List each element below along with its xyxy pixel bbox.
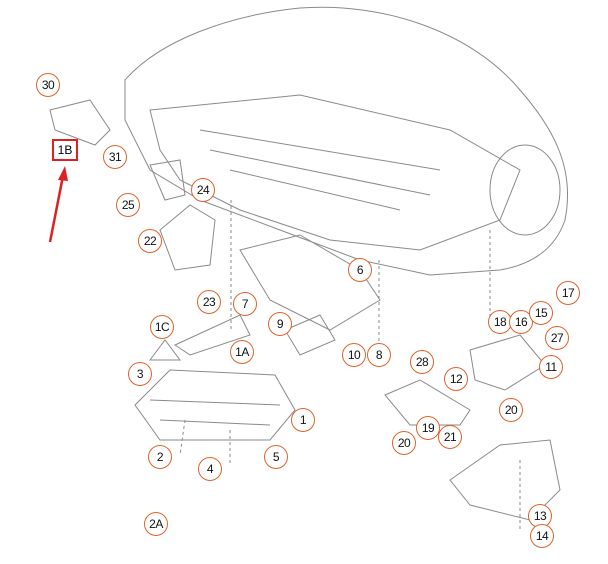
callout-15: 15 bbox=[529, 301, 553, 325]
part-1C bbox=[149, 339, 181, 361]
red-pointer-arrow bbox=[48, 175, 65, 243]
callout-2A: 2A bbox=[144, 512, 168, 536]
underbody-panel-13 bbox=[449, 439, 561, 521]
callout-20: 20 bbox=[499, 398, 523, 422]
callout-18: 18 bbox=[488, 310, 512, 334]
callout-20-lower: 20 bbox=[392, 431, 416, 455]
callout-11: 11 bbox=[539, 355, 563, 379]
callout-3: 3 bbox=[128, 362, 152, 386]
heat-shield bbox=[239, 234, 381, 331]
callout-2: 2 bbox=[148, 445, 172, 469]
callout-28: 28 bbox=[410, 350, 434, 374]
callout-25: 25 bbox=[116, 193, 140, 217]
callout-10: 10 bbox=[342, 343, 366, 367]
callout-19: 19 bbox=[416, 416, 440, 440]
bracket-24 bbox=[149, 159, 186, 201]
callout-17: 17 bbox=[556, 281, 580, 305]
bracket-11 bbox=[469, 334, 546, 391]
callout-4: 4 bbox=[198, 457, 222, 481]
callout-31: 31 bbox=[103, 145, 127, 169]
callout-9: 9 bbox=[268, 312, 292, 336]
callout-6: 6 bbox=[348, 258, 372, 282]
callout-5: 5 bbox=[264, 445, 288, 469]
callout-1A: 1A bbox=[230, 340, 254, 364]
rear-wheel-arch bbox=[489, 144, 561, 236]
callout-8: 8 bbox=[367, 343, 391, 367]
red-arrowhead bbox=[58, 166, 68, 181]
callout-21: 21 bbox=[438, 425, 462, 449]
callout-23: 23 bbox=[197, 290, 221, 314]
callout-30: 30 bbox=[36, 73, 60, 97]
callout-27: 27 bbox=[545, 326, 569, 350]
callout-16: 16 bbox=[509, 310, 533, 334]
part-9 bbox=[284, 314, 336, 356]
callout-12: 12 bbox=[444, 367, 468, 391]
car-floor-outline bbox=[149, 94, 521, 251]
part-1A bbox=[173, 314, 251, 356]
callout-14: 14 bbox=[530, 524, 554, 548]
callout-1C: 1C bbox=[150, 315, 174, 339]
shield-22 bbox=[159, 204, 216, 271]
callout-1: 1 bbox=[291, 408, 315, 432]
callout-24: 24 bbox=[191, 178, 215, 202]
callout-22: 22 bbox=[138, 229, 162, 253]
callout-1B-highlighted: 1B bbox=[52, 139, 78, 161]
callout-7: 7 bbox=[233, 292, 257, 316]
bracket-19 bbox=[384, 379, 471, 426]
car-body-outline bbox=[124, 6, 569, 276]
part-1B bbox=[49, 99, 111, 146]
